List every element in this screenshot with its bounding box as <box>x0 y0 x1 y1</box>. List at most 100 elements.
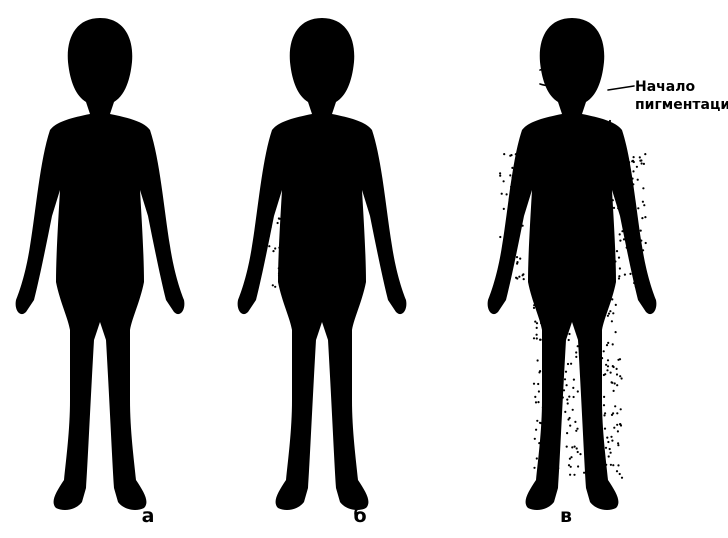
pigment-dot <box>341 185 343 187</box>
pigment-dot <box>329 255 331 257</box>
pigment-dot <box>554 408 556 410</box>
pigment-dot <box>556 470 558 472</box>
pigment-dot <box>564 378 566 380</box>
pigment-dot <box>587 417 589 419</box>
pigment-dot <box>573 396 575 398</box>
pigment-dot <box>558 123 560 125</box>
pigment-dot <box>607 315 609 317</box>
pigment-dot <box>538 371 540 373</box>
pigment-dot <box>608 228 610 230</box>
pigment-dot <box>590 456 592 458</box>
pigment-dot <box>553 420 555 422</box>
pigment-dot <box>613 207 615 209</box>
pigment-dot <box>561 309 563 311</box>
pigment-dot <box>639 156 641 158</box>
pigment-dot <box>626 159 628 161</box>
pigment-dot <box>515 277 517 279</box>
pigment-dot <box>642 187 644 189</box>
pigment-dot <box>617 133 619 135</box>
pigment-dot <box>567 363 569 365</box>
pigment-dot <box>541 161 543 163</box>
pigment-dot <box>318 192 320 194</box>
pigment-dot <box>565 371 567 373</box>
pigment-dot <box>625 168 627 170</box>
pigment-dot <box>114 51 116 53</box>
pigment-dot <box>621 377 623 379</box>
pigment-dot <box>598 418 600 420</box>
pigment-dot <box>308 187 310 189</box>
callout-line-2: пигментации <box>635 96 728 114</box>
pigment-dot <box>573 146 575 148</box>
pigment-dot <box>341 194 343 196</box>
pigment-dot <box>126 66 128 68</box>
pigment-dot <box>616 470 618 472</box>
pigment-dot <box>278 267 280 269</box>
pigment-dot <box>601 321 603 323</box>
pigment-dot <box>566 432 568 434</box>
pigment-dot <box>577 451 579 453</box>
pigment-dot <box>323 242 325 244</box>
pigment-dot <box>329 240 331 242</box>
pigment-dot <box>553 367 555 369</box>
pigment-dot <box>505 253 507 255</box>
pigment-dot <box>564 233 566 235</box>
pigment-dot <box>340 160 342 162</box>
pigment-dot <box>503 208 505 210</box>
pigment-dot <box>302 225 304 227</box>
pigment-dot <box>337 199 339 201</box>
pigment-dot <box>516 159 518 161</box>
pigment-dot <box>608 313 610 315</box>
pigment-dot <box>553 301 555 303</box>
pigment-dot <box>607 359 609 361</box>
pigment-dot <box>612 199 614 201</box>
pigment-dot <box>597 241 599 243</box>
pigment-dot <box>318 224 320 226</box>
pigment-dot <box>334 267 336 269</box>
pigment-dot <box>285 255 287 257</box>
pigment-dot <box>577 390 579 392</box>
pigment-dot <box>628 213 630 215</box>
pigment-dot <box>628 207 630 209</box>
pigment-dot <box>629 273 631 275</box>
pigment-dot <box>572 409 574 411</box>
pigment-dot <box>563 389 565 391</box>
pigment-dot <box>616 140 618 142</box>
pigment-dot <box>562 183 564 185</box>
pigment-dot <box>595 202 597 204</box>
pigment-dot <box>619 233 621 235</box>
pigment-dot <box>499 172 501 174</box>
pigment-dot <box>304 77 306 79</box>
pigment-dot <box>311 256 313 258</box>
pigment-dot <box>610 464 612 466</box>
pigment-dot <box>126 61 128 63</box>
pigment-dot <box>569 474 571 476</box>
pigment-dot <box>617 464 619 466</box>
pigment-dot <box>612 343 614 345</box>
pigment-dot <box>342 78 344 80</box>
pigment-dot <box>589 404 591 406</box>
pigment-dot <box>345 189 347 191</box>
pigment-dot <box>620 424 622 426</box>
pigment-dot <box>612 312 614 314</box>
pigment-dot <box>588 375 590 377</box>
pigment-dot <box>328 235 330 237</box>
pigment-dot <box>558 354 560 356</box>
pigment-dot <box>606 193 608 195</box>
pigment-dot <box>599 361 601 363</box>
pigment-dot <box>301 266 303 268</box>
pigment-dot <box>568 172 570 174</box>
pigment-dot <box>550 280 552 282</box>
pigment-dot <box>605 166 607 168</box>
pigment-dot <box>111 64 113 66</box>
pigment-dot <box>585 346 587 348</box>
pigment-dot <box>344 231 346 233</box>
pigment-dot <box>328 205 330 207</box>
pigment-dot <box>310 238 312 240</box>
pigment-dot <box>534 134 536 136</box>
pigment-dot <box>328 265 330 267</box>
pigment-dot <box>540 453 542 455</box>
pigment-dot <box>542 312 544 314</box>
pigment-dot <box>619 192 621 194</box>
pigment-dot <box>511 248 513 250</box>
pigment-dot <box>542 379 544 381</box>
